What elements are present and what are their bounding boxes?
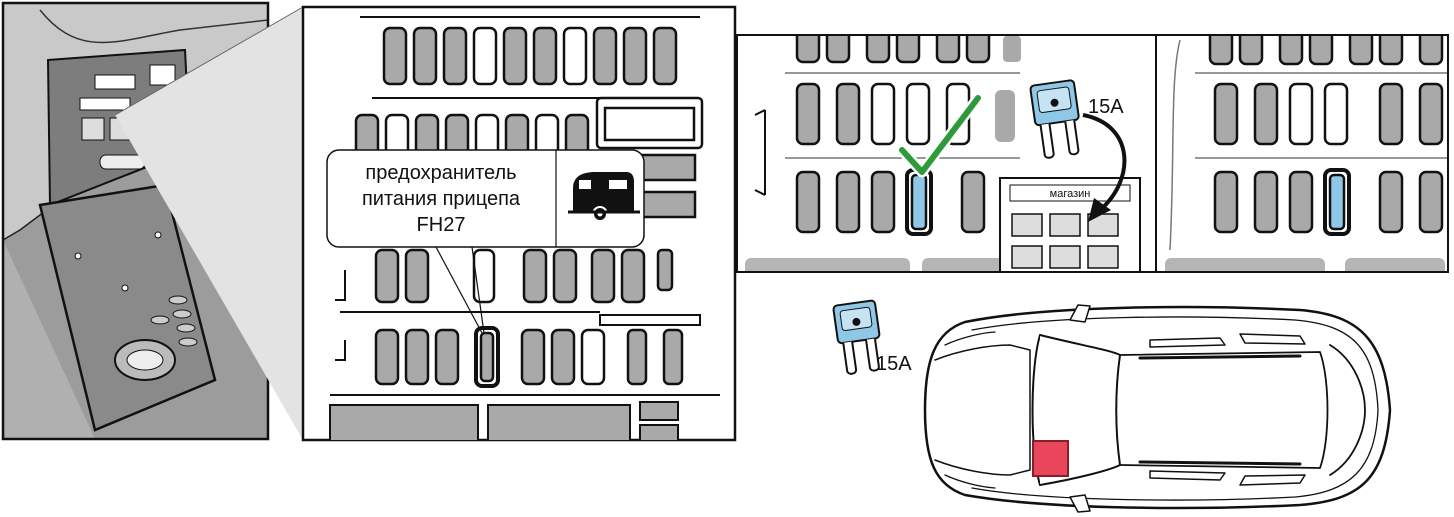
- installed-panel-bg: [1158, 35, 1448, 272]
- callout-line-1: предохранитель: [365, 162, 516, 184]
- fuse-rating-top: 15A: [1088, 96, 1124, 118]
- fh27-slot-highlight: [912, 175, 926, 229]
- callout-line-3: FH27: [417, 214, 466, 236]
- spare-fuse-holder: магазин: [1000, 178, 1140, 278]
- callout-line-2: питания прицепа: [362, 188, 521, 210]
- car-top-view: [925, 305, 1390, 512]
- store-label: магазин: [1050, 188, 1091, 200]
- fuse-rating-car: 15A: [876, 353, 912, 375]
- fh27-installed-fuse: [1330, 175, 1344, 229]
- fuse-box-location-marker: [1033, 441, 1068, 476]
